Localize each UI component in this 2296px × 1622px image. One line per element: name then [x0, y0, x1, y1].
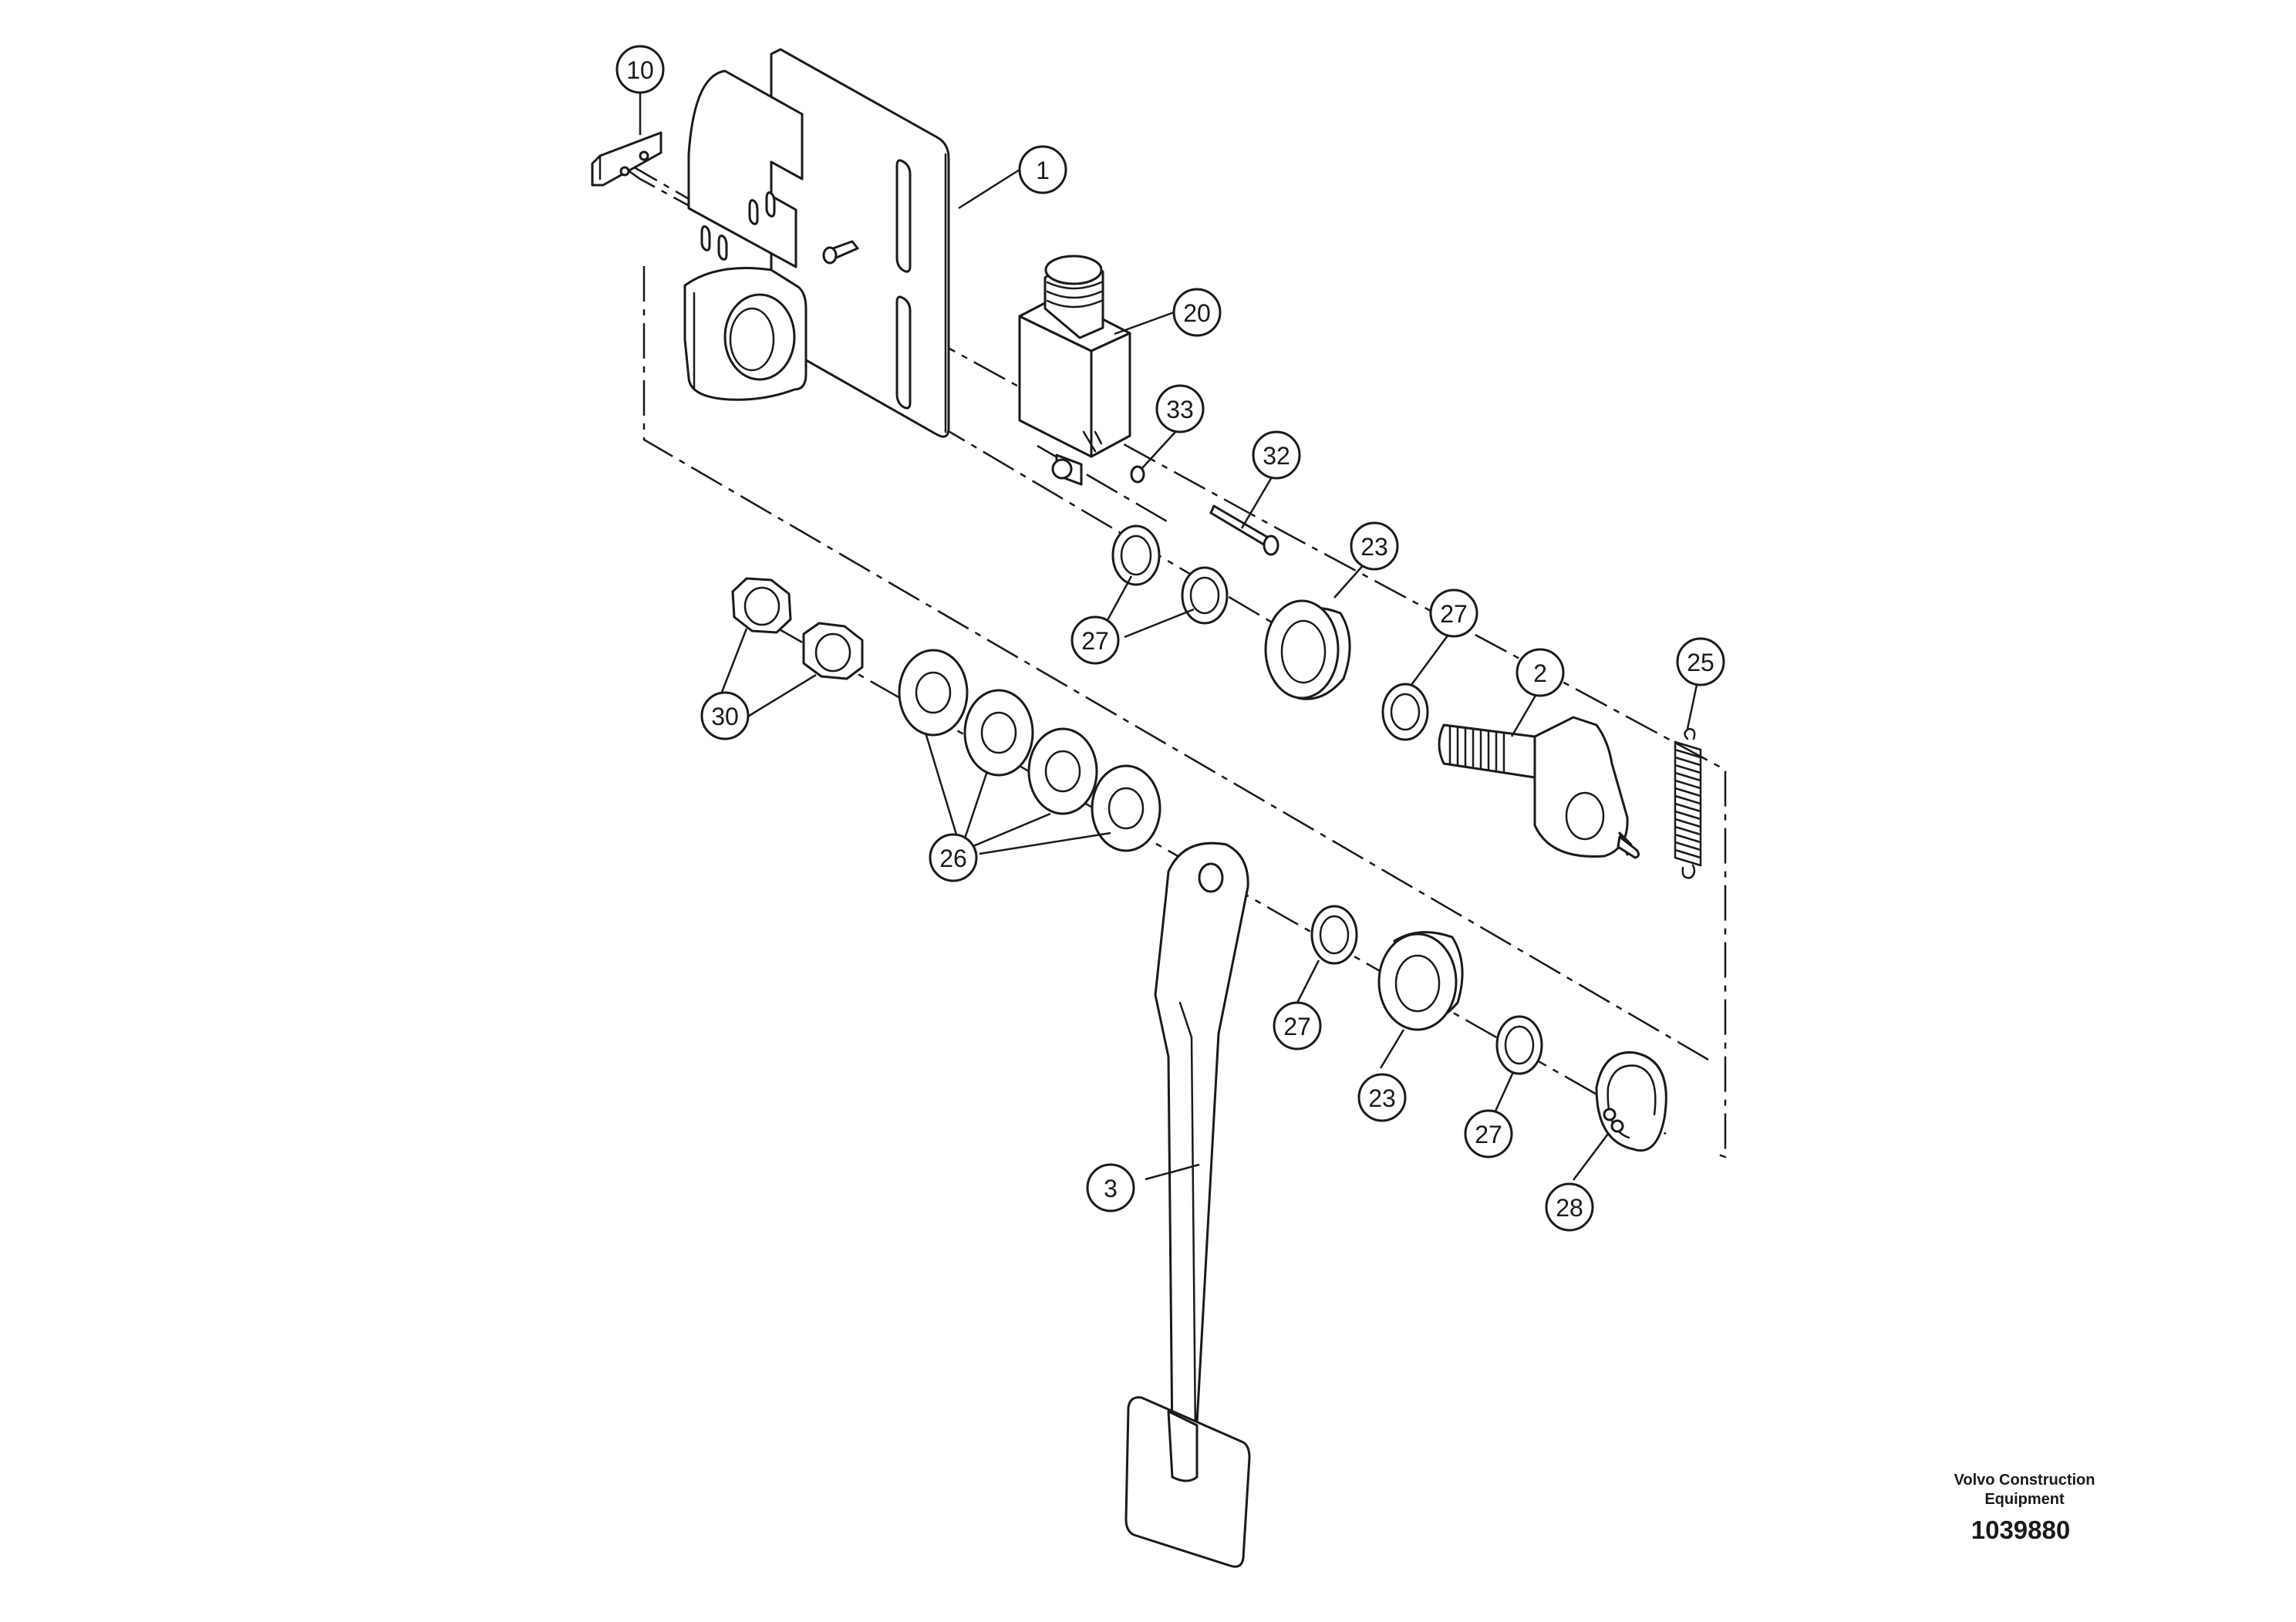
callout-23-upper: 23 [1350, 521, 1399, 571]
svg-text:23: 23 [1368, 1084, 1396, 1112]
retaining-ring [1595, 1051, 1667, 1152]
svg-text:10: 10 [626, 56, 654, 84]
callout-27-lower-left: 27 [1273, 1001, 1322, 1050]
callout-27-lower-right: 27 [1464, 1109, 1513, 1158]
callout-10: 10 [615, 45, 665, 94]
switch-part [1018, 255, 1131, 486]
flat-washer-group-lower [1310, 905, 1543, 1075]
callout-20: 20 [1172, 288, 1222, 337]
bearing-lower [1377, 931, 1464, 1031]
callout-30: 30 [700, 691, 750, 740]
callout-33: 33 [1155, 384, 1205, 433]
square-bushing [683, 267, 807, 401]
callout-25: 25 [1676, 637, 1725, 686]
svg-text:27: 27 [1475, 1121, 1502, 1148]
tension-spring [1674, 727, 1702, 879]
callout-28: 28 [1545, 1182, 1594, 1232]
svg-text:30: 30 [711, 703, 739, 730]
svg-text:33: 33 [1166, 396, 1194, 423]
document-number: 1039880 [1971, 1516, 2070, 1544]
clip-part [591, 131, 663, 187]
svg-text:27: 27 [1440, 600, 1468, 628]
svg-text:27: 27 [1081, 627, 1109, 655]
svg-text:32: 32 [1263, 442, 1290, 470]
mounting-plate [687, 48, 950, 438]
callout-1: 1 [1018, 145, 1067, 194]
callout-2: 2 [1515, 648, 1565, 697]
callout-32: 32 [1252, 430, 1301, 480]
small-washer [1130, 465, 1145, 484]
callout-26: 26 [929, 833, 978, 882]
callout-3: 3 [1086, 1163, 1135, 1212]
callout-27-upper-left: 27 [1070, 615, 1120, 665]
shaft-arm [1438, 716, 1640, 859]
flat-washer-group-26 [898, 649, 1161, 852]
pedal-lever [1124, 841, 1251, 1568]
svg-text:27: 27 [1283, 1013, 1311, 1040]
flat-washer-group-upper [1111, 524, 1429, 741]
callout-27-upper-right: 27 [1429, 588, 1478, 638]
svg-text:2: 2 [1533, 659, 1547, 687]
svg-text:3: 3 [1104, 1175, 1118, 1202]
pin-part [1209, 504, 1279, 556]
svg-text:1: 1 [1036, 157, 1050, 184]
svg-text:25: 25 [1687, 649, 1714, 676]
nut-pair [731, 577, 864, 680]
svg-text:20: 20 [1183, 299, 1211, 327]
svg-text:26: 26 [939, 845, 967, 872]
bearing-upper [1264, 599, 1351, 700]
leader-lines [639, 93, 1698, 1181]
brand-line-2: Equipment [1984, 1491, 2065, 1508]
svg-text:28: 28 [1556, 1194, 1583, 1222]
svg-text:23: 23 [1360, 533, 1388, 561]
brand-line-1: Volvo Construction [1954, 1472, 2095, 1489]
callout-23-lower: 23 [1357, 1073, 1407, 1122]
